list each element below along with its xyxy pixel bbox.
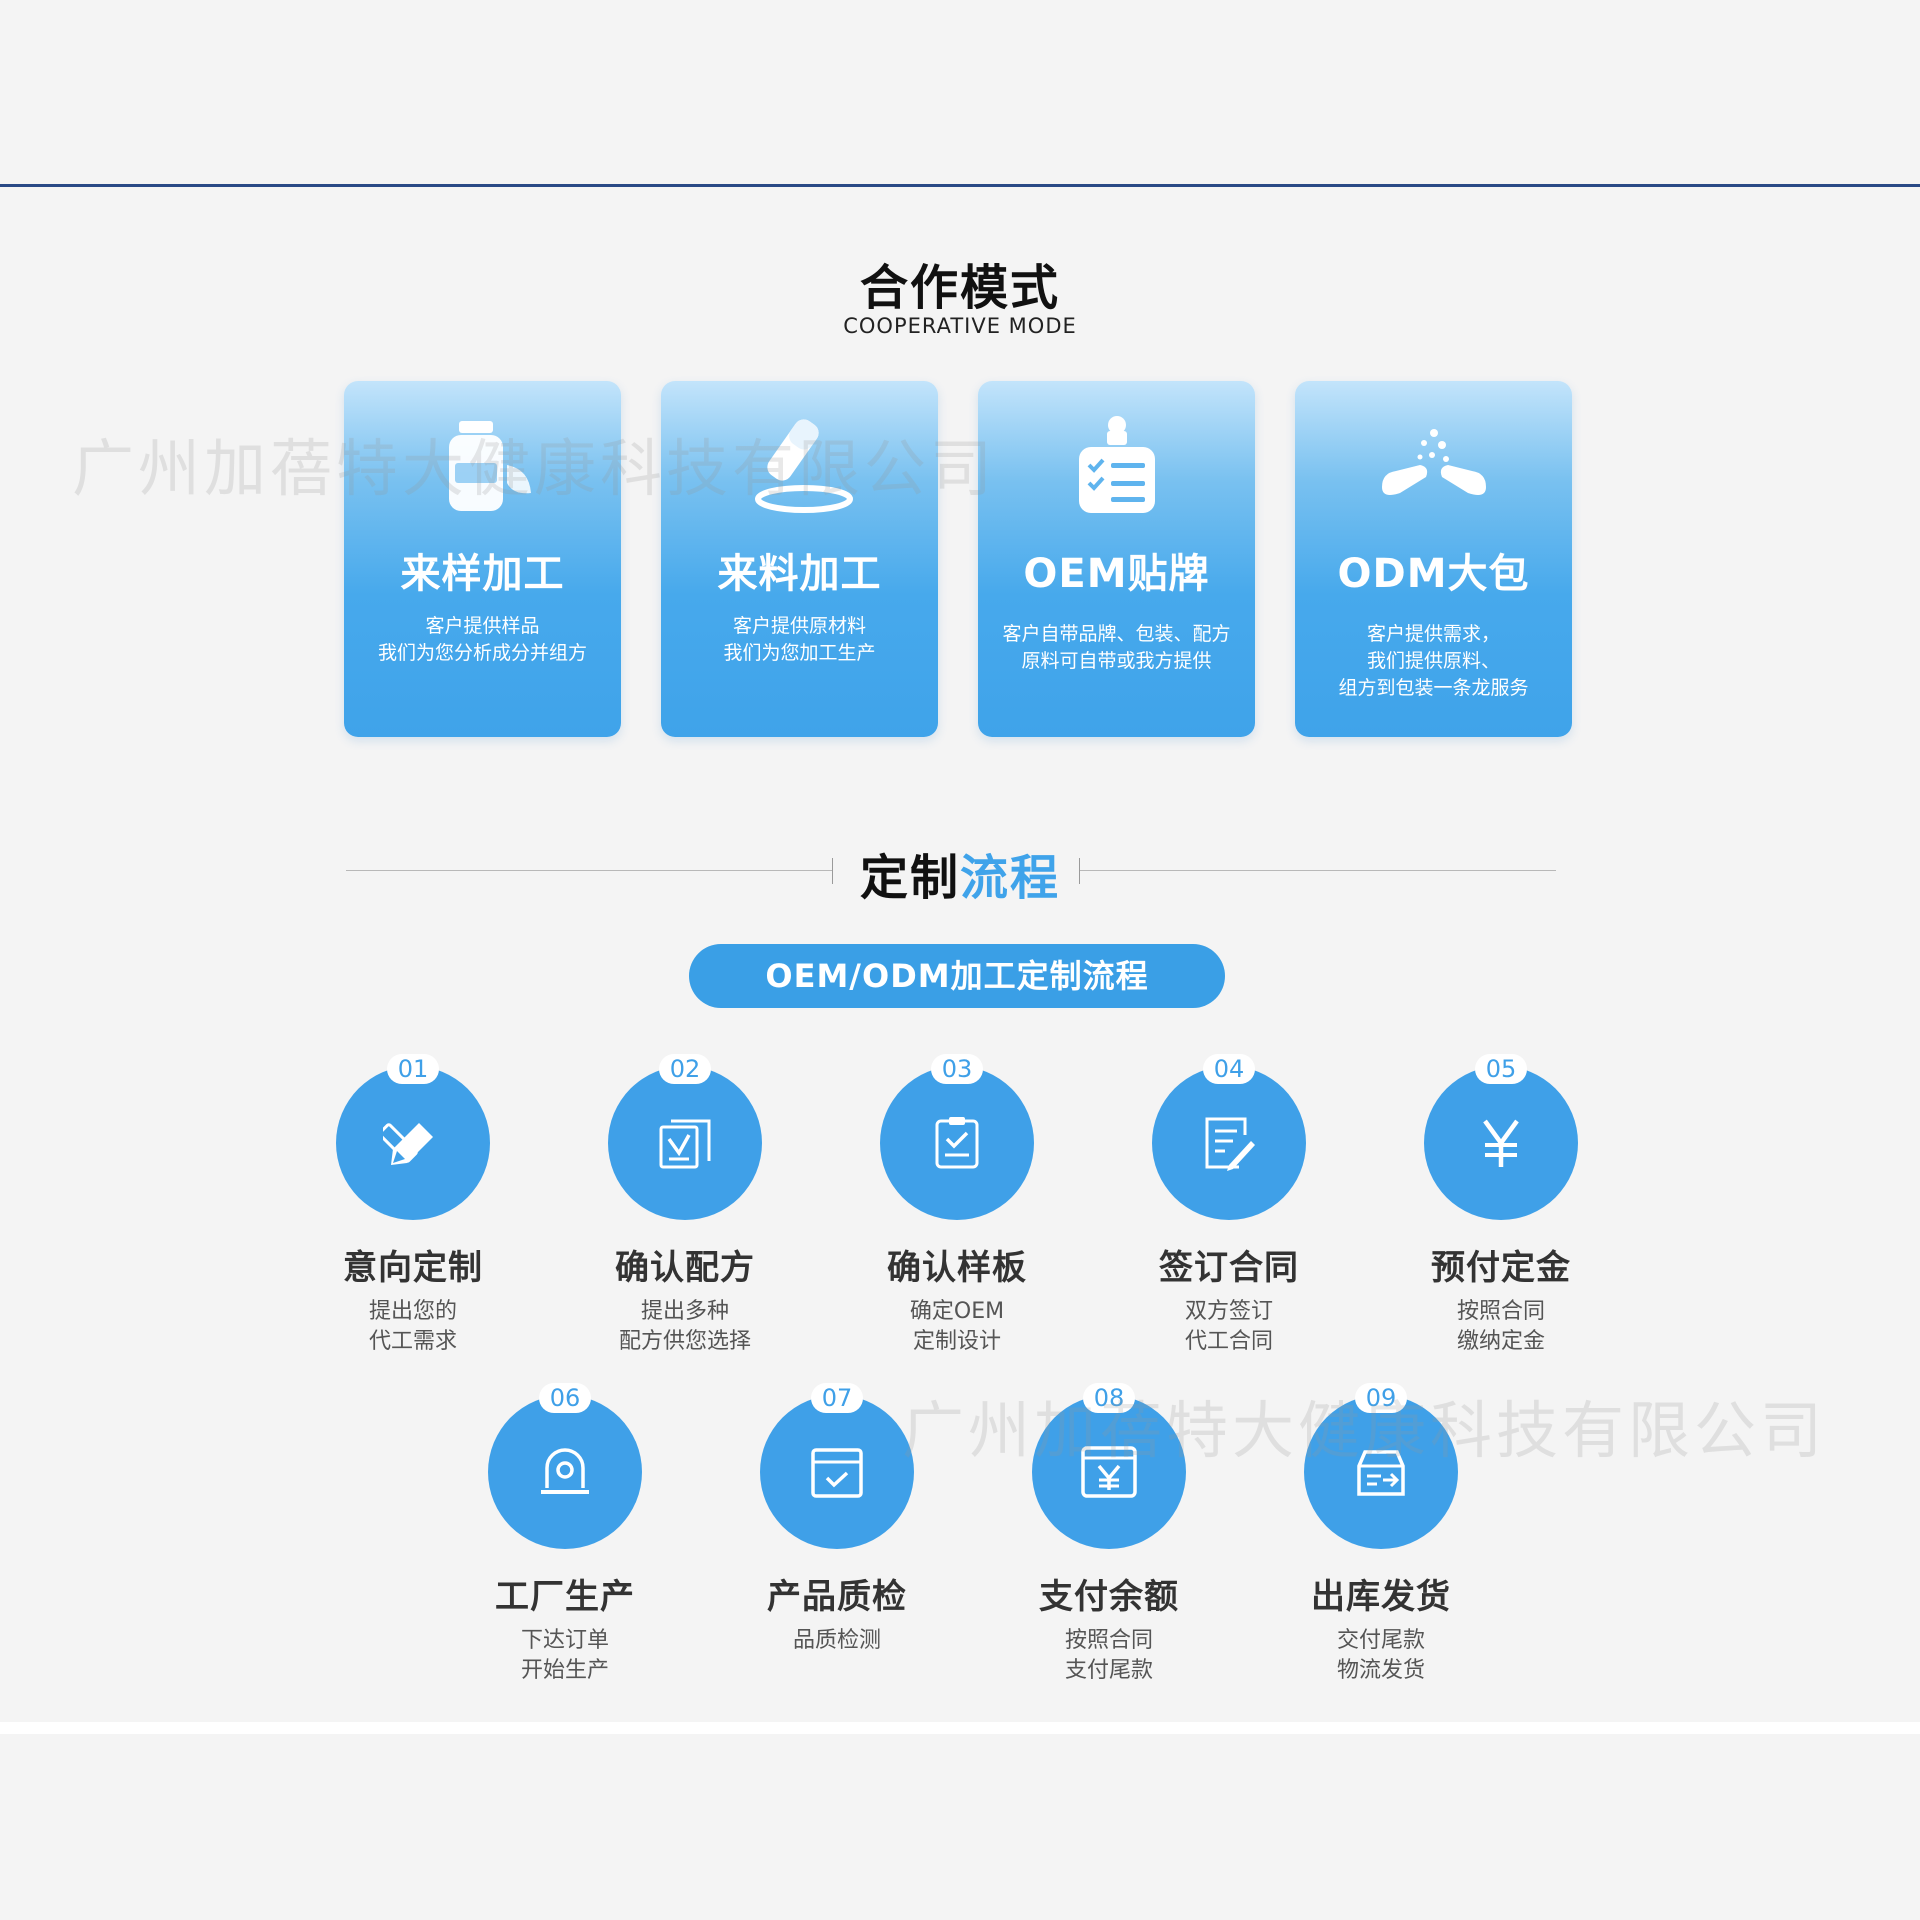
dropper-checklist-icon: [1078, 416, 1155, 513]
sample-bottle-icon: [448, 421, 531, 511]
yen-icon: [1483, 1119, 1519, 1167]
step-circle: 01: [336, 1054, 490, 1220]
card-title: 来料加工: [717, 551, 882, 597]
process-title: 定制流程: [859, 850, 1061, 906]
step-number: 05: [1475, 1054, 1527, 1084]
process-rule-tick-left: [832, 858, 833, 884]
process-step: 04 签订合同 双方签订 代工合同: [1109, 1054, 1349, 1357]
box-delivery-icon: [1357, 1450, 1405, 1496]
step-title: 签订合同: [1159, 1248, 1299, 1288]
step-circle: 03: [880, 1054, 1034, 1220]
mode-card-oem: OEM贴牌 客户自带品牌、包装、配方 原料可自带或我方提供: [978, 381, 1255, 737]
top-divider: [0, 184, 1920, 187]
card-title: 来样加工: [400, 551, 565, 597]
card-description: 客户提供样品 我们为您分析成分并组方: [377, 615, 587, 664]
step-number: 04: [1203, 1054, 1255, 1084]
step-title: 意向定制: [343, 1248, 483, 1288]
contract-sign-icon: [1205, 1117, 1255, 1171]
process-step: 01 意向定制 提出您的 代工需求: [293, 1054, 533, 1357]
step-description: 交付尾款 物流发货: [1336, 1628, 1425, 1683]
mode-card-material-processing: 来料加工 客户提供原材料 我们为您加工生产: [661, 381, 938, 737]
step-description: 按照合同 缴纳定金: [1456, 1299, 1545, 1354]
process-step: 05 预付定金 按照合同 缴纳定金: [1381, 1054, 1621, 1357]
bottom-band: [0, 1722, 1920, 1734]
step-circle: 05: [1424, 1054, 1578, 1220]
step-description: 确定OEM 定制设计: [909, 1299, 1005, 1354]
step-circle: 04: [1152, 1054, 1306, 1220]
step-description: 提出多种 配方供您选择: [618, 1299, 751, 1354]
process-rule-right: [1080, 870, 1556, 871]
step-number: 03: [931, 1054, 983, 1084]
process-step: 02 确认配方 提出多种 配方供您选择: [565, 1054, 805, 1357]
process-banner: OEM/ODM加工定制流程: [689, 944, 1225, 1008]
step-number: 06: [539, 1383, 591, 1413]
step-number: 08: [1083, 1383, 1135, 1413]
process-step: 08 支付余额 按照合同 支付尾款: [989, 1383, 1229, 1686]
step-title: 工厂生产: [495, 1577, 635, 1617]
section-subtitle: COOPERATIVE MODE: [843, 314, 1077, 338]
step-number: 01: [387, 1054, 439, 1084]
step-description: 提出您的 代工需求: [368, 1299, 457, 1354]
step-circle: 09: [1304, 1383, 1458, 1549]
step-title: 产品质检: [767, 1577, 907, 1617]
process-step: 03 确认样板 确定OEM 定制设计: [837, 1054, 1077, 1357]
yen-card-icon: [1081, 1446, 1137, 1498]
step-title: 出库发货: [1311, 1577, 1451, 1617]
step-title: 确认样板: [887, 1248, 1027, 1288]
process-step: 06 工厂生产 下达订单 开始生产: [445, 1383, 685, 1686]
card-description: 客户自带品牌、包装、配方 原料可自带或我方提供: [1002, 623, 1231, 672]
step-title: 支付余额: [1039, 1577, 1179, 1617]
step-circle: 08: [1032, 1383, 1186, 1549]
step-description: 下达订单 开始生产: [520, 1628, 609, 1683]
factory-machine-icon: [541, 1448, 589, 1494]
mode-card-odm: ODM大包 客户提供需求， 我们提供原料、 组方到包装一条龙服务: [1295, 381, 1572, 737]
process-rule-tick-right: [1079, 858, 1080, 884]
step-title: 预付定金: [1431, 1248, 1571, 1288]
mode-card-sample-processing: 来样加工 客户提供样品 我们为您分析成分并组方: [344, 381, 621, 737]
step-description: 按照合同 支付尾款: [1064, 1628, 1153, 1683]
pen-ruler-icon: [383, 1123, 433, 1165]
step-number: 07: [811, 1383, 863, 1413]
step-circle: 07: [760, 1383, 914, 1549]
process-step: 09 出库发货 交付尾款 物流发货: [1261, 1383, 1501, 1686]
card-title: ODM大包: [1337, 551, 1530, 597]
step-title: 确认配方: [615, 1248, 755, 1288]
card-description: 客户提供原材料 我们为您加工生产: [723, 615, 876, 664]
capsule-icon: [1381, 429, 1486, 495]
calendar-check-icon: [811, 1448, 863, 1498]
clipboard-check-icon: [935, 1117, 979, 1169]
step-number: 09: [1355, 1383, 1407, 1413]
process-rule-left: [346, 870, 832, 871]
section-title: 合作模式: [859, 260, 1060, 316]
card-description: 客户提供需求， 我们提供原料、 组方到包装一条龙服务: [1338, 623, 1529, 699]
formula-check-icon: [659, 1119, 711, 1169]
step-circle: 02: [608, 1054, 762, 1220]
card-title: OEM贴牌: [1023, 551, 1210, 597]
raw-material-icon: [754, 419, 853, 513]
step-description: 双方签订 代工合同: [1184, 1299, 1273, 1354]
step-number: 02: [659, 1054, 711, 1084]
step-circle: 06: [488, 1383, 642, 1549]
process-step: 07 产品质检 品质检测: [717, 1383, 957, 1656]
step-description: 品质检测: [792, 1628, 881, 1653]
